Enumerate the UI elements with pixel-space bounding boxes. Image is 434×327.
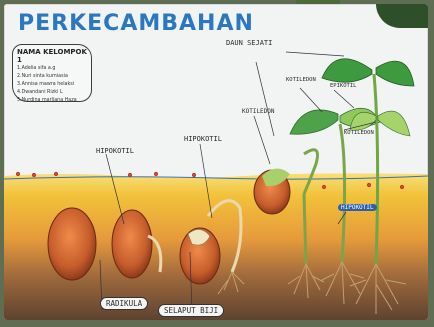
label-kotiledon-right: KOTILEDON [344,130,374,136]
group-heading: NAMA KELOMPOK 1 [17,48,87,64]
group-member: 5.Nurdina marliana Haza [17,97,87,105]
label-kotiledon-top: KOTILEDON [286,77,316,83]
label-selaput-biji: SELAPUT BIJI [158,304,224,317]
label-hipokotil-left: HIPOKOTIL [96,147,134,155]
group-member-list: 1.Adelia sifa a.g 2.Nuri sinta kurniasia… [17,65,87,105]
label-hipokotil-mid: HIPOKOTIL [184,135,222,143]
label-epikotil: EPIKOTIL [330,83,357,89]
group-members-box: NAMA KELOMPOK 1 1.Adelia sifa a.g 2.Nuri… [12,44,92,102]
group-member: 2.Nuri sinta kurniasia [17,73,87,81]
poster-title: PERKECAMBAHAN [18,11,254,36]
label-kotiledon-mid: KOTILEDON [242,108,275,115]
group-member: 3.Annisa mawra helaksi [17,81,87,89]
label-radikula: RADIKULA [100,297,148,310]
group-member: 1.Adelia sifa a.g [17,65,87,73]
poster-sheet: PERKECAMBAHAN NAMA KELOMPOK 1 1.Adelia s… [4,4,428,320]
seed-stage-1 [48,208,96,280]
group-member: 4.Dwandani Rizki L [17,89,87,97]
label-daun-sejati: DAUN SEJATI [226,39,272,47]
label-hipokotil-right: HIPOKOTIL [338,204,377,211]
